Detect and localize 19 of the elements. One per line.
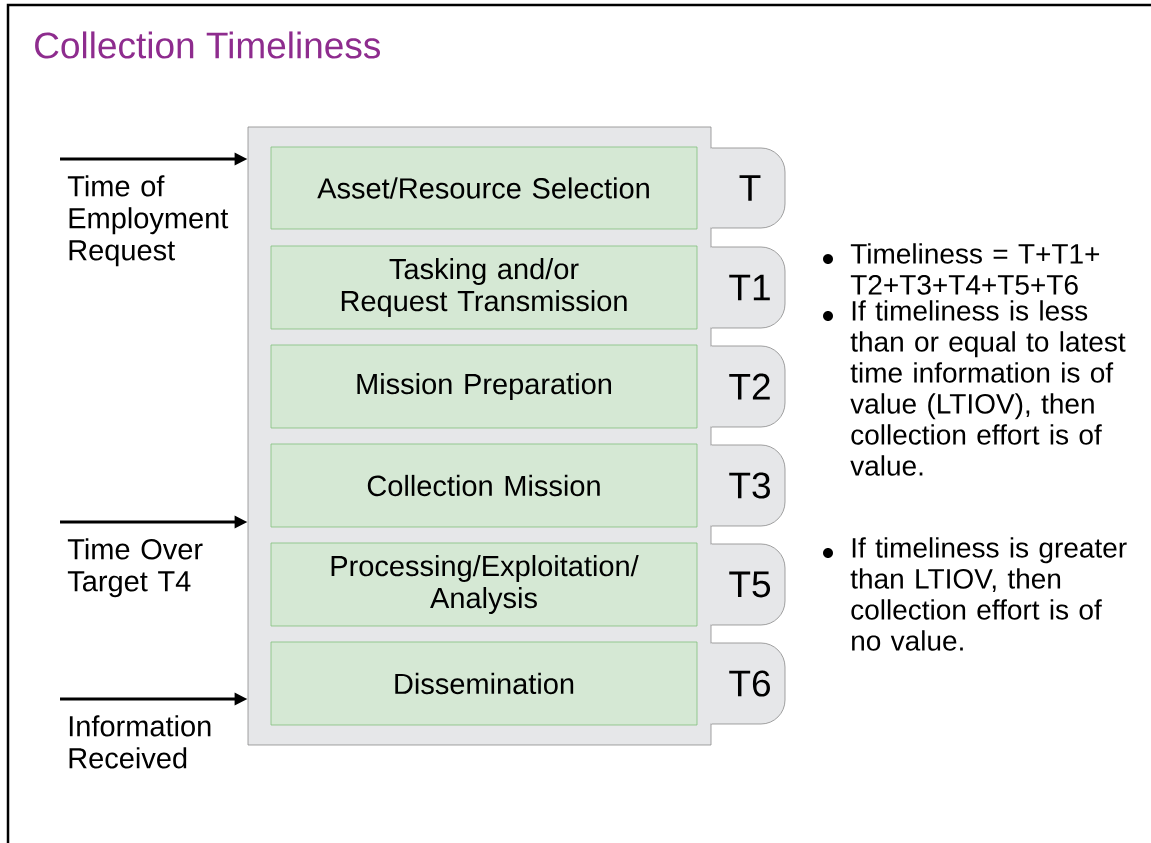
time-label: Time Over Target T4 [67, 538, 203, 598]
bullet-item: If timeliness is greater than LTIOV, then collection effort is of no value. [823, 537, 1127, 651]
bullet-item: If timeliness is less than or equal to latest time information is of value (LTIOV), then collection effort is of value. [823, 300, 1126, 476]
time-tab: T [710, 147, 786, 229]
process-box: Tasking and/or Request Transmission [270, 245, 698, 330]
title: Collection Timeliness [35, 31, 380, 59]
time-tab: T5 [710, 543, 786, 626]
process-box: Dissemination [270, 641, 698, 726]
time-tab: T1 [710, 246, 786, 329]
time-tab: T6 [710, 642, 786, 725]
time-label: Information Received [69, 715, 211, 769]
time-tab: T3 [710, 444, 786, 527]
process-box: Processing/Exploitation/ Analysis [270, 542, 698, 627]
bullet-item: Timeliness = T+T1+ T2+T3+T4+T5+T6 [823, 243, 1100, 295]
time-label: Time of Employment Request [67, 175, 229, 267]
time-tab: T2 [710, 345, 786, 428]
process-box: Asset/Resource Selection [270, 146, 698, 230]
process-box: Mission Preparation [270, 344, 698, 429]
process-box: Collection Mission [270, 443, 698, 528]
